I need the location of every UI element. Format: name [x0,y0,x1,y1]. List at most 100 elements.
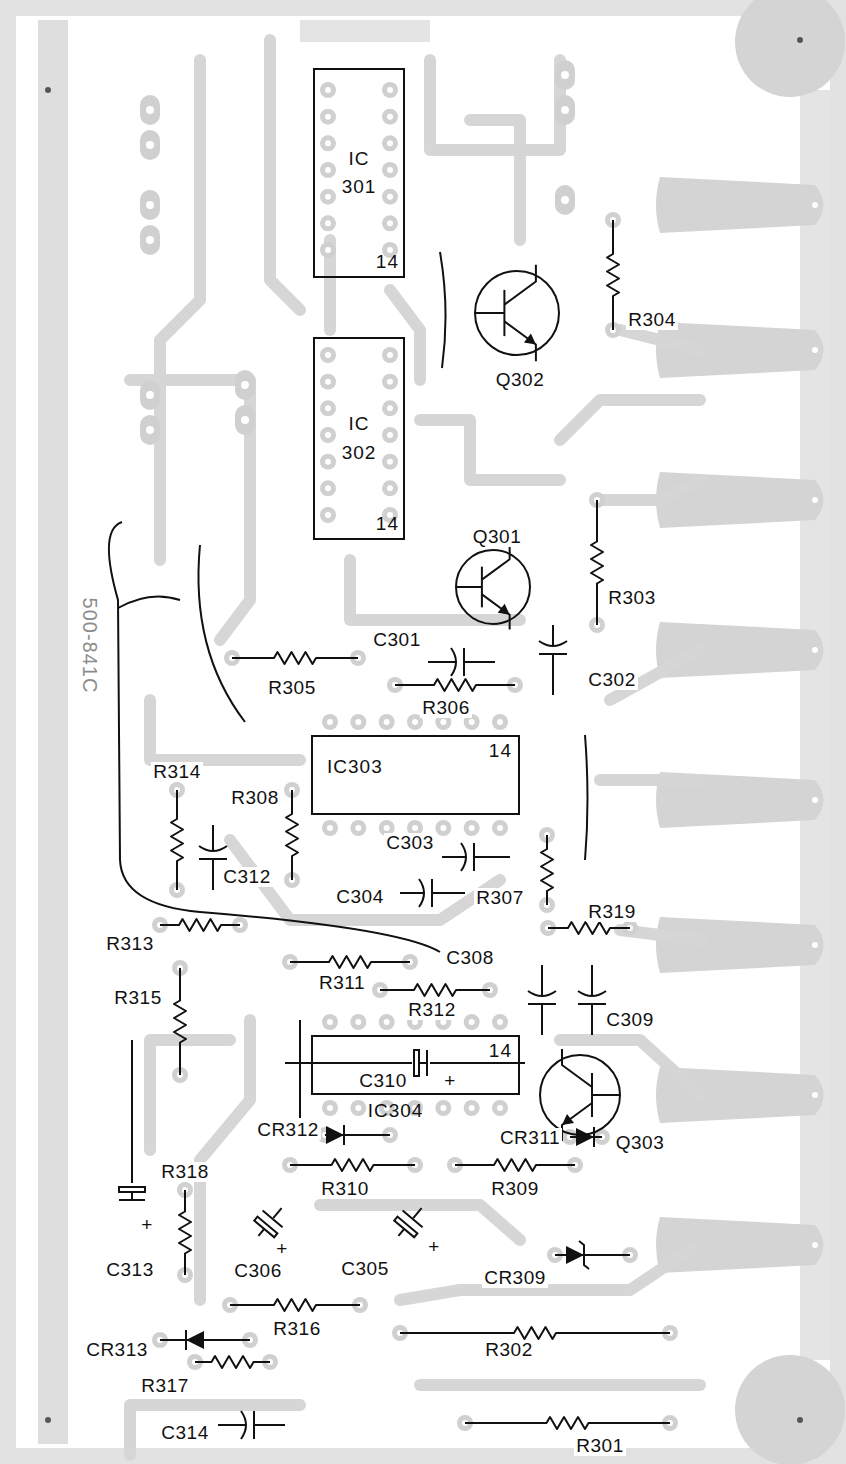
solder-pad [382,374,398,390]
pad-hole [497,1105,503,1111]
pad-hole [497,719,503,725]
capacitor-lead [273,1208,281,1218]
resistor-symbol [455,1159,575,1171]
copper-trace [350,560,520,620]
solder-pad [379,1014,395,1030]
resistor-symbol [465,1417,670,1429]
reference-designator: C302 [586,670,637,690]
pad-hole [412,825,418,831]
pad-hole [384,1019,390,1025]
pad-hole [325,512,331,518]
copper-trace [130,1405,300,1455]
pad-hole [325,220,331,226]
pad-hole [241,416,249,424]
pad-hole [440,719,446,725]
edge-tab [656,622,824,678]
pad-hole [387,140,393,146]
capacitor-plate [119,1187,145,1192]
resistor-symbol [400,1327,670,1339]
solder-pad [320,480,336,496]
pad-hole [325,87,331,93]
solder-pad [320,162,336,178]
pad-hole [355,1105,361,1111]
solder-pad [320,454,336,470]
reference-designator: C313 [104,1260,155,1280]
electrolytic-capacitor [414,1050,428,1076]
capacitor-plate [263,1211,283,1228]
pad-hole [440,825,446,831]
oval-pad [140,190,160,220]
pad-hole [387,114,393,120]
pad-hole [325,140,331,146]
pin-number: 14 [376,248,399,277]
pin-number: 14 [489,737,512,766]
pad-hole [387,405,393,411]
capacitor-lead [552,625,554,646]
diode-bar [593,1127,595,1147]
resistor-symbol [160,919,240,931]
solder-pad [320,400,336,416]
emitter-arrow [524,334,536,345]
reference-designator: C310 [357,1071,408,1091]
capacitor-plate [463,648,465,676]
resistor-symbol [179,1190,191,1275]
copper-trace [600,774,700,786]
reference-designator: R303 [606,588,657,608]
pin-number: 14 [489,1037,512,1066]
reference-designator: + [426,1237,442,1257]
electrolytic-capacitor [388,1200,431,1244]
tab-hole [812,797,818,803]
edge-tab [656,472,824,528]
pad-hole [325,247,331,253]
reference-designator: Q302 [494,370,546,390]
capacitor-plate [414,1050,419,1076]
copper-trace [150,700,300,760]
mounting-pad [735,1355,845,1464]
tab-hole [812,942,818,948]
capacitor-lead [212,859,214,890]
board-frame [8,8,838,1456]
capacitor-plate [528,1003,556,1005]
pad-hole [384,825,390,831]
resistor-symbol [174,968,186,1075]
copper-trace [400,1250,690,1300]
solder-pad [382,109,398,125]
reference-designator: + [274,1239,290,1259]
solder-pad [320,242,336,258]
capacitor-lead [254,1424,285,1426]
pad-hole [327,1105,333,1111]
ic-outline: IC30414 [311,1035,520,1095]
solder-pad [382,347,398,363]
transistor-outline [456,550,530,624]
solder-pad [320,215,336,231]
pad-hole [327,825,333,831]
solder-pad [322,820,338,836]
reference-designator: R314 [151,762,202,782]
diode-bar [185,1330,187,1350]
resistor-symbol [591,500,603,625]
resistor-symbol [607,220,619,330]
reference-designator: R302 [483,1340,534,1360]
ic-outline: IC30314 [311,735,520,815]
capacitor-lead [131,1040,133,1183]
reference-designator: R304 [626,310,677,330]
solder-pad [322,1014,338,1030]
solder-pad [382,480,398,496]
pad-hole [325,194,331,200]
emitter-arrow [562,1114,574,1125]
pad-hole [497,825,503,831]
oval-pad [140,130,160,160]
ic-outline: IC 30214 [313,337,405,540]
pad-hole [440,1105,446,1111]
electrolytic-capacitor [119,1187,145,1201]
oval-pad [555,185,575,215]
edge-tab [656,177,824,233]
copper-trace [390,290,420,380]
solder-pad [382,400,398,416]
capacitor-lead [591,965,593,996]
capacitor-plate [578,1003,606,1005]
solder-pad [382,215,398,231]
oval-pad [555,60,575,90]
